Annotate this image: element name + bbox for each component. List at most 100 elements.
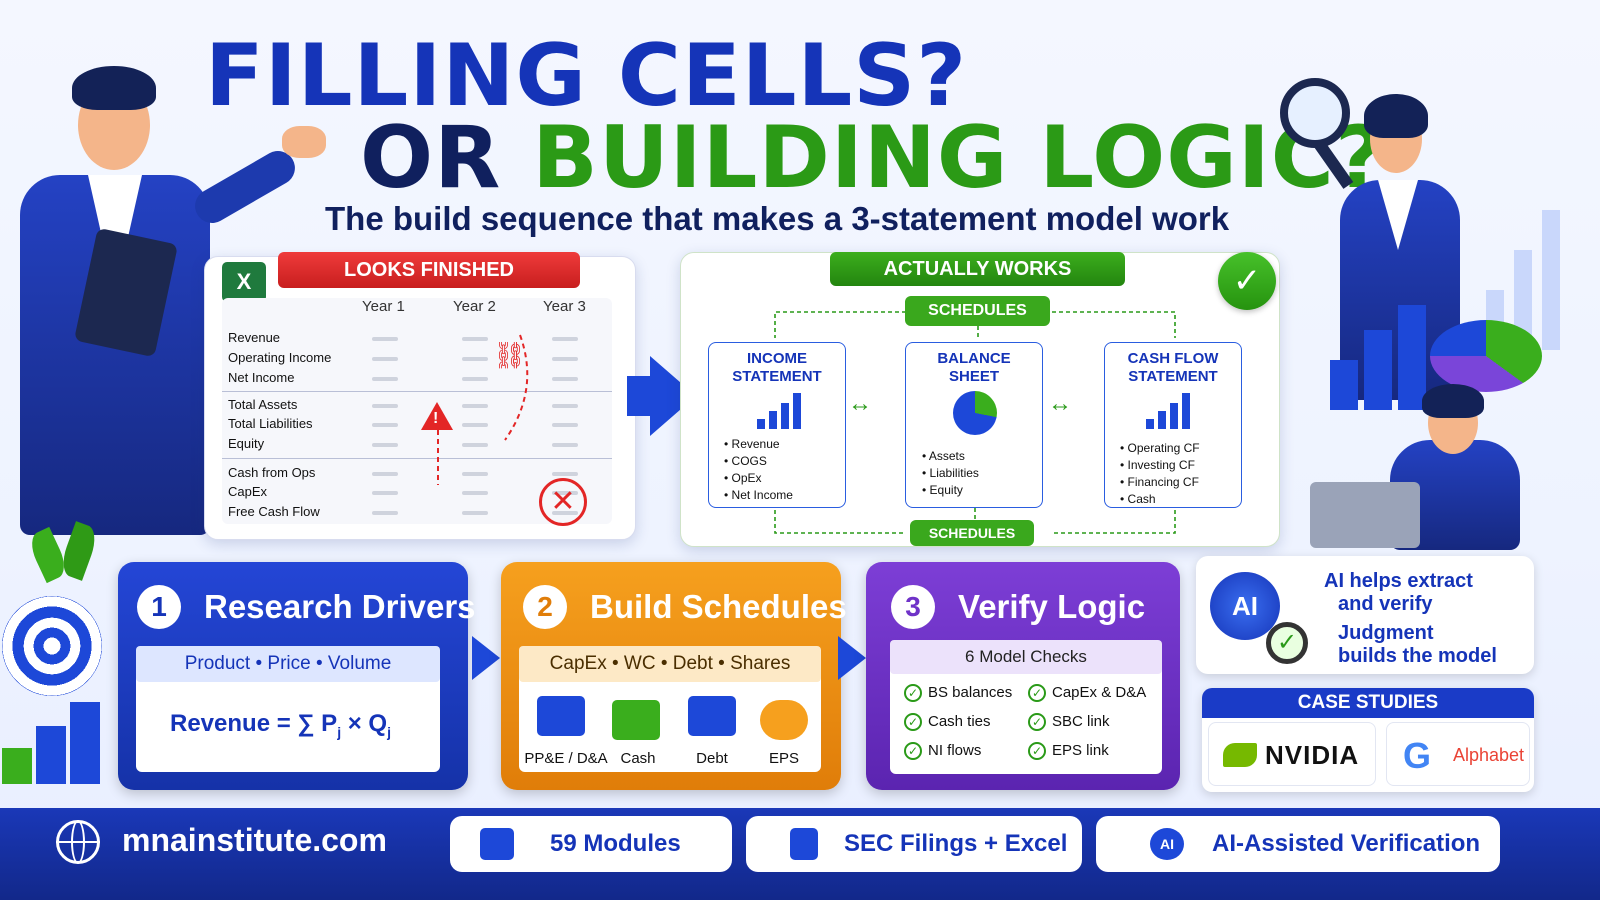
error-x-icon: ✕ <box>539 478 587 526</box>
schedules-top-badge: SCHEDULES <box>905 296 1050 326</box>
placeholder-cell <box>372 472 398 476</box>
revenue-formula: Revenue = ∑ Pj × Qj <box>170 710 391 740</box>
step-title: Build Schedules <box>590 588 847 625</box>
col-header-year2: Year 2 <box>453 298 496 315</box>
step-title: Research Drivers <box>204 588 476 625</box>
placeholder-cell <box>462 443 488 447</box>
placeholder-cell <box>372 377 398 381</box>
schedule-label: Cash <box>620 750 656 767</box>
placeholder-cell <box>462 357 488 361</box>
placeholder-cell <box>462 337 488 341</box>
alphabet-logo[interactable]: G Alphabet <box>1386 722 1530 786</box>
placeholder-cell <box>372 491 398 495</box>
alphabet-wordmark: Alphabet <box>1453 745 1525 765</box>
row-label: Net Income <box>228 370 295 385</box>
bar-chart-icon <box>1146 393 1206 429</box>
people-icon <box>760 700 808 740</box>
bar-chart-decoration <box>2 700 102 784</box>
statement-item: • Financing CF <box>1120 475 1199 489</box>
modules-pill: 59 Modules <box>450 816 732 872</box>
headline-line1: FILLING CELLS? <box>205 26 968 126</box>
schedule-label: Debt <box>696 750 728 767</box>
looks-finished-banner: LOOKS FINISHED <box>278 252 580 288</box>
check-badge-icon: ✓ <box>1218 252 1276 310</box>
magnifier-woman-illustration <box>1270 70 1470 400</box>
check-item: ✓BS balances <box>904 684 1012 703</box>
step-arrow-icon <box>838 636 866 680</box>
model-checks-strip: 6 Model Checks <box>890 640 1162 674</box>
placeholder-cell <box>552 337 578 341</box>
placeholder-cell <box>552 404 578 408</box>
book-icon <box>480 828 514 860</box>
schedules-strip: CapEx • WC • Debt • Shares <box>519 646 821 682</box>
nvidia-eye-icon <box>1223 743 1257 767</box>
placeholder-cell <box>372 423 398 427</box>
step-number: 2 <box>523 585 567 629</box>
laptop-man-illustration <box>1310 380 1540 550</box>
check-icon: ✓ <box>904 684 922 703</box>
placeholder-cell <box>372 443 398 447</box>
placeholder-cell <box>462 491 488 495</box>
placeholder-cell <box>372 404 398 408</box>
magnifier-check-icon: ✓ <box>1266 622 1308 664</box>
statement-item: • Cash <box>1120 492 1156 506</box>
ai-text-line: and verify <box>1338 593 1433 615</box>
row-label: CapEx <box>228 484 268 499</box>
check-item: ✓NI flows <box>904 742 981 761</box>
presenter-man-illustration <box>0 60 326 550</box>
statement-item: • Net Income <box>724 488 793 502</box>
statement-item: • OpEx <box>724 471 762 485</box>
placeholder-cell <box>462 472 488 476</box>
laptop-icon <box>1310 482 1420 548</box>
check-item: ✓SBC link <box>1028 713 1110 732</box>
check-item: ✓Cash ties <box>904 713 991 732</box>
ai-icon: AI <box>1150 828 1184 860</box>
placeholder-cell <box>462 423 488 427</box>
placeholder-cell <box>372 357 398 361</box>
globe-icon <box>56 820 100 864</box>
row-label: Total Assets <box>228 397 298 412</box>
check-icon: ✓ <box>904 742 922 761</box>
statement-item: • Operating CF <box>1120 441 1200 455</box>
bar-pie-decoration <box>1330 300 1550 410</box>
step-number: 3 <box>891 585 935 629</box>
subtitle: The build sequence that makes a 3-statem… <box>325 200 1230 237</box>
check-icon: ✓ <box>1028 713 1046 732</box>
ai-text-line: builds the model <box>1338 645 1497 667</box>
income-statement-card <box>708 342 846 508</box>
pie-chart-icon <box>953 391 997 435</box>
headline-line2: OR BUILDING LOGIC? <box>360 108 1386 208</box>
row-label: Operating Income <box>228 350 332 365</box>
step-number: 1 <box>137 585 181 629</box>
statement-item: • Assets <box>922 449 965 463</box>
statement-item: • COGS <box>724 454 767 468</box>
placeholder-cell <box>552 443 578 447</box>
placeholder-cell <box>462 377 488 381</box>
ai-text-line: Judgment <box>1338 622 1434 644</box>
row-label: Revenue <box>228 330 281 345</box>
check-icon: ✓ <box>1028 742 1046 761</box>
nvidia-logo[interactable]: NVIDIA <box>1208 722 1376 786</box>
statement-item: • Equity <box>922 483 963 497</box>
drivers-strip: Product • Price • Volume <box>136 646 440 682</box>
ai-text-line: AI helps extract <box>1324 570 1473 592</box>
bidirectional-arrow-icon: ↔ <box>848 390 872 417</box>
placeholder-cell <box>552 377 578 381</box>
placeholder-cell <box>552 357 578 361</box>
cash-icon <box>612 700 660 740</box>
statement-item: • Revenue <box>724 437 780 451</box>
check-icon: ✓ <box>904 713 922 732</box>
placeholder-cell <box>552 423 578 427</box>
col-header-year1: Year 1 <box>362 298 405 315</box>
case-studies-title: CASE STUDIES <box>1202 688 1534 718</box>
placeholder-cell <box>372 337 398 341</box>
row-separator <box>222 391 612 392</box>
dashed-warning-line <box>437 430 439 485</box>
site-link[interactable]: mnainstitute.com <box>122 822 387 858</box>
col-header-year3: Year 3 <box>543 298 586 315</box>
schedule-connectors <box>774 311 1176 534</box>
row-label: Total Liabilities <box>228 416 313 431</box>
bidirectional-arrow-icon: ↔ <box>1048 390 1072 417</box>
check-item: ✓CapEx & D&A <box>1028 684 1146 703</box>
